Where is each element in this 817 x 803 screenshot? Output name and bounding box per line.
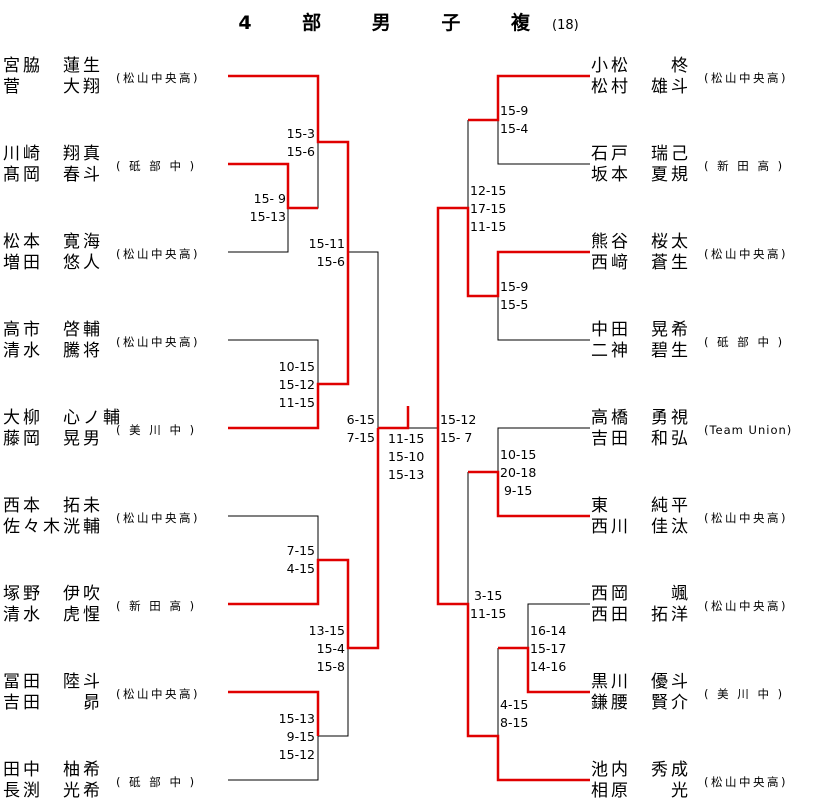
player-names: 冨田 陸斗吉田 昴 xyxy=(3,672,103,713)
left-team-9: 田中 柚希長渕 光希 ( 砥 部 中 ) xyxy=(3,760,194,802)
right-team-9: 池内 秀成相原 光 (松山中央高) xyxy=(591,760,785,802)
match-score: 16-14 15-17 14-16 xyxy=(530,623,567,674)
right-team-4: 中田 晃希二神 碧生 ( 砥 部 中 ) xyxy=(591,320,782,362)
school-name: ( 新 田 高 ) xyxy=(704,159,785,173)
winner-line xyxy=(228,690,320,736)
match-score: 15-9 15-5 xyxy=(500,279,529,312)
player-names: 黒川 優斗鎌腰 賢介 xyxy=(591,672,691,713)
bracket-line xyxy=(438,472,469,605)
entry-count: (18) xyxy=(552,18,579,33)
player-names: 松本 寛海増田 悠人 xyxy=(3,232,103,273)
winner-line xyxy=(228,74,350,252)
match-score: 10-15 20-18 9-15 xyxy=(500,447,537,498)
winner-line xyxy=(468,470,590,518)
player-names: 中田 晃希二神 碧生 xyxy=(591,320,691,361)
school-name: (松山中央高) xyxy=(116,71,200,85)
left-team-2: 川崎 翔真髙岡 春斗 ( 砥 部 中 ) xyxy=(3,144,194,186)
winner-line xyxy=(468,74,590,122)
right-team-3: 熊谷 桜太西﨑 蒼生 (松山中央高) xyxy=(591,232,785,274)
player-names: 高橋 勇視吉田 和弘 xyxy=(591,408,691,449)
school-name: ( 砥 部 中 ) xyxy=(704,335,785,349)
school-name: (松山中央高) xyxy=(704,511,788,525)
player-names: 石戸 瑞己坂本 夏規 xyxy=(591,144,691,185)
school-name: (松山中央高) xyxy=(116,687,200,701)
bracket-line xyxy=(497,296,590,341)
player-names: 西本 拓未佐々木洸輔 xyxy=(3,496,103,537)
player-names: 熊谷 桜太西﨑 蒼生 xyxy=(591,232,691,273)
match-score: 6-15 7-15 xyxy=(346,412,375,445)
winner-line xyxy=(228,252,350,430)
match-score: 3-15 11-15 xyxy=(470,588,507,621)
school-name: (松山中央高) xyxy=(704,247,788,261)
school-name: (松山中央高) xyxy=(704,775,788,789)
player-names: 西岡 颯西田 拓洋 xyxy=(591,584,691,625)
player-names: 川崎 翔真髙岡 春斗 xyxy=(3,144,103,185)
match-score: 4-15 8-15 xyxy=(500,697,529,730)
player-names: 東 純平西川 佳汰 xyxy=(591,496,691,537)
match-score: 15-13 9-15 15-12 xyxy=(278,711,315,762)
winner-line xyxy=(378,406,410,430)
match-score: 10-15 15-12 11-15 xyxy=(278,359,315,410)
match-score: 7-15 4-15 xyxy=(286,543,315,576)
school-name: (松山中央高) xyxy=(704,71,788,85)
match-score: 12-15 17-15 11-15 xyxy=(470,183,507,234)
bracket-line xyxy=(228,208,289,253)
left-team-1: 宮脇 蓮生菅 大翔 (松山中央高) xyxy=(3,56,197,98)
school-name: ( 新 田 高 ) xyxy=(116,599,197,613)
left-team-3: 松本 寛海増田 悠人 (松山中央高) xyxy=(3,232,197,274)
school-name: ( 砥 部 中 ) xyxy=(116,775,197,789)
bracket-line xyxy=(527,603,590,648)
player-names: 高市 啓輔清水 騰将 xyxy=(3,320,103,361)
bracket-line xyxy=(228,339,319,384)
player-names: 池内 秀成相原 光 xyxy=(591,760,691,801)
match-score: 15-3 15-6 xyxy=(286,126,315,159)
right-team-5: 高橋 勇視吉田 和弘 (Team Union) xyxy=(591,408,791,450)
player-names: 大柳 心ノ輔藤岡 晃男 xyxy=(3,408,123,449)
match-score: 13-15 15-4 15-8 xyxy=(308,623,345,674)
school-name: ( 美 川 中 ) xyxy=(116,423,197,437)
match-score: 15- 9 15-13 xyxy=(249,191,286,224)
bracket-line xyxy=(497,427,590,472)
right-team-2: 石戸 瑞己坂本 夏規 ( 新 田 高 ) xyxy=(591,144,782,186)
player-names: 塚野 伊吹清水 虎惺 xyxy=(3,584,103,625)
player-names: 小松 柊松村 雄斗 xyxy=(591,56,691,97)
winner-line xyxy=(436,206,590,428)
winner-line xyxy=(436,428,590,782)
match-score: 15-9 15-4 xyxy=(500,103,529,136)
left-team-5: 大柳 心ノ輔藤岡 晃男 ( 美 川 中 ) xyxy=(3,408,194,450)
winner-line xyxy=(498,646,590,694)
school-name: ( 美 川 中 ) xyxy=(704,687,785,701)
school-name: (Team Union) xyxy=(704,423,793,437)
right-team-6: 東 純平西川 佳汰 (松山中央高) xyxy=(591,496,785,538)
right-team-8: 黒川 優斗鎌腰 賢介 ( 美 川 中 ) xyxy=(591,672,782,714)
left-team-6: 西本 拓未佐々木洸輔 (松山中央高) xyxy=(3,496,197,538)
right-team-7: 西岡 颯西田 拓洋 (松山中央高) xyxy=(591,584,785,626)
title-label: 4 部 男 子 複 xyxy=(238,12,552,34)
match-score: 15-12 15- 7 xyxy=(440,412,477,445)
winner-line xyxy=(228,162,318,210)
left-team-8: 冨田 陸斗吉田 昴 (松山中央高) xyxy=(3,672,197,714)
bracket-line xyxy=(348,251,379,428)
winner-line xyxy=(228,428,380,650)
school-name: (松山中央高) xyxy=(704,599,788,613)
bracket-line xyxy=(438,120,469,209)
player-names: 宮脇 蓮生菅 大翔 xyxy=(3,56,103,97)
school-name: (松山中央高) xyxy=(116,247,200,261)
final-score: 11-15 15-10 15-13 xyxy=(388,431,425,482)
school-name: (松山中央高) xyxy=(116,511,200,525)
player-names: 田中 柚希長渕 光希 xyxy=(3,760,103,801)
match-score: 15-11 15-6 xyxy=(308,236,345,269)
bracket-line xyxy=(228,515,319,560)
left-team-4: 高市 啓輔清水 騰将 (松山中央高) xyxy=(3,320,197,362)
school-name: (松山中央高) xyxy=(116,335,200,349)
page-title: 4 部 男 子 複(18) xyxy=(0,8,817,35)
right-team-1: 小松 柊松村 雄斗 (松山中央高) xyxy=(591,56,785,98)
bracket-line xyxy=(497,120,590,165)
school-name: ( 砥 部 中 ) xyxy=(116,159,197,173)
left-team-7: 塚野 伊吹清水 虎惺 ( 新 田 高 ) xyxy=(3,584,194,626)
